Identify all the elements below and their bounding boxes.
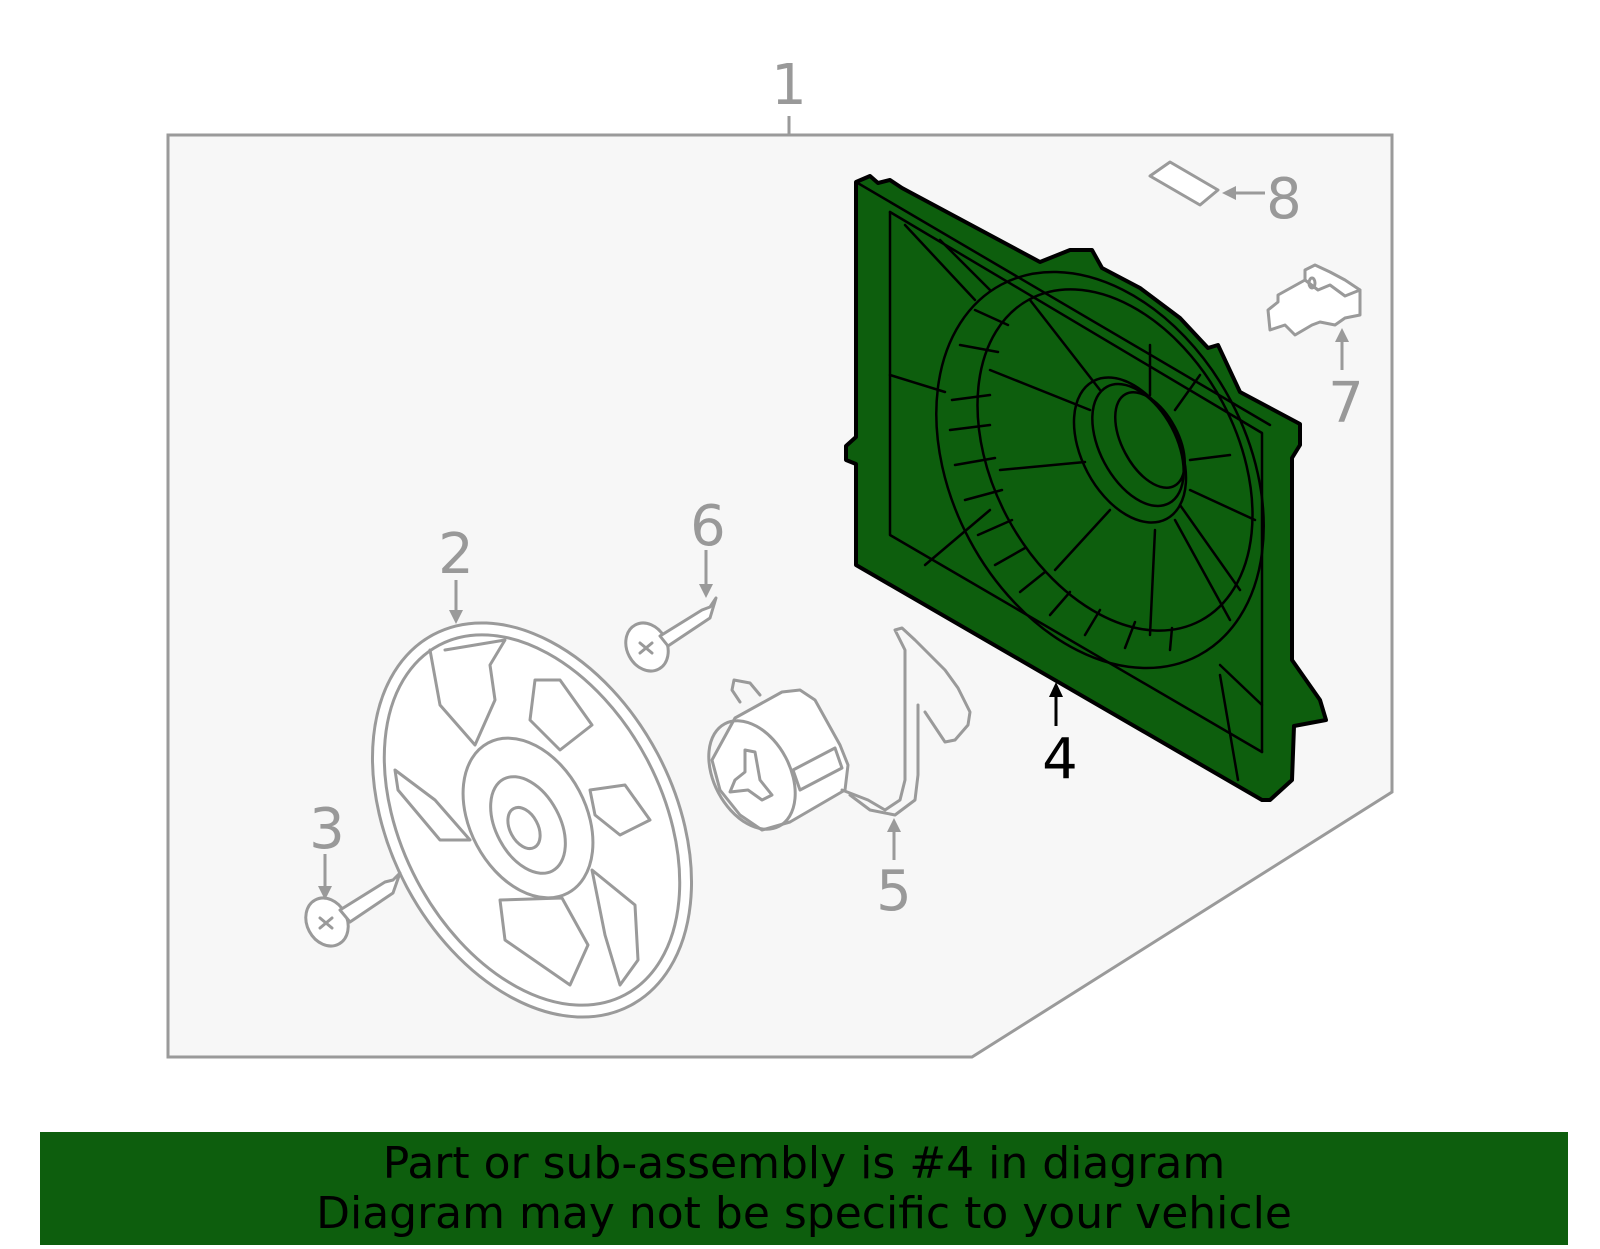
callout-8: 8 [1266, 167, 1302, 232]
callout-4-arrow [1049, 682, 1063, 697]
callout-5-arrow [887, 818, 901, 832]
clip-part-7[interactable] [1266, 263, 1362, 337]
callout-6-arrow [699, 584, 713, 598]
callout-1: 1 [771, 53, 807, 118]
callout-3: 3 [309, 797, 345, 862]
seal-part-8[interactable] [1148, 160, 1220, 207]
screw-part-6[interactable] [618, 596, 718, 678]
callout-6: 6 [690, 494, 726, 559]
callout-7-arrow [1335, 328, 1349, 342]
callout-3-arrow [318, 886, 332, 900]
callout-8-arrow [1222, 186, 1236, 200]
callout-2-arrow [449, 610, 463, 624]
callout-5: 5 [876, 859, 912, 924]
banner-line-2: Diagram may not be specific to your vehi… [316, 1187, 1292, 1239]
callout-2: 2 [438, 522, 474, 587]
banner-line-1: Part or sub-assembly is #4 in diagram [382, 1137, 1226, 1189]
callout-4: 4 [1042, 727, 1078, 792]
fan-motor-part-5[interactable] [691, 626, 972, 844]
callout-7: 7 [1328, 371, 1364, 436]
fan-blade-part-2[interactable] [308, 568, 756, 1072]
info-banner: Part or sub-assembly is #4 in diagram Di… [40, 1132, 1568, 1245]
fan-shroud-part-4[interactable] [844, 174, 1329, 802]
bolt-part-3[interactable] [298, 871, 402, 953]
